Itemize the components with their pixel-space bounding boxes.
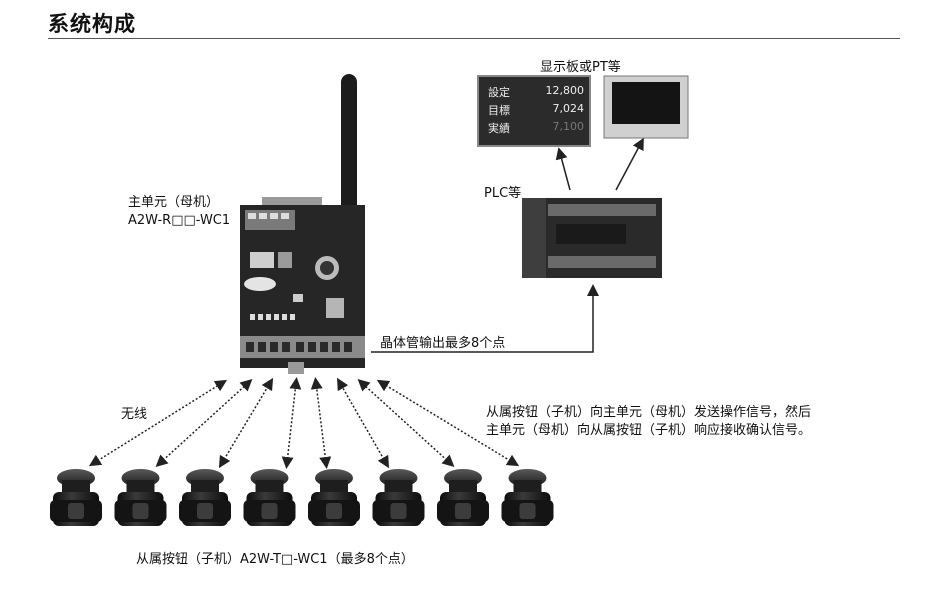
- display-row: 目標 7,024: [488, 102, 584, 120]
- display-row-value: 7,024: [552, 102, 585, 115]
- display-row: 実績 7,100: [488, 120, 584, 138]
- master-unit-model: A2W-R□□-WC1: [128, 213, 231, 228]
- page-title: 系统构成: [48, 12, 136, 36]
- push-button: [179, 469, 231, 526]
- display-label: 显示板或PT等: [540, 60, 621, 75]
- communication-note-line2: 主单元（母机）向从属按钮（子机）响应接收确认信号。: [486, 423, 812, 438]
- push-button: [243, 469, 296, 526]
- display-row-label: 目標: [488, 104, 510, 117]
- master-unit: [240, 197, 365, 374]
- display-row: 設定 12,800: [488, 84, 584, 102]
- push-button: [114, 469, 167, 526]
- push-button: [372, 469, 425, 526]
- push-button: [437, 469, 489, 526]
- plc-unit: [522, 198, 662, 278]
- transistor-output-arrow: [371, 284, 599, 353]
- communication-note: 从属按钮（子机）向主单元（母机）发送操作信号，然后 主单元（母机）向从属按钮（子…: [486, 404, 811, 440]
- antenna: [341, 74, 357, 234]
- display-panel-rows: 設定 12,800 目標 7,024 実績 7,100: [488, 84, 584, 138]
- display-row-label: 設定: [488, 86, 510, 99]
- master-unit-name: 主单元（母机）: [128, 195, 220, 210]
- display-panel: [477, 75, 591, 147]
- push-button: [50, 469, 102, 526]
- display-row-label: 実績: [488, 122, 510, 135]
- display-row-value: 7,100: [552, 120, 585, 133]
- wireless-links: [88, 377, 520, 469]
- master-unit-label: 主单元（母机） A2W-R□□-WC1: [128, 194, 230, 230]
- slave-buttons: [50, 469, 554, 526]
- plc-label: PLC等: [484, 186, 522, 201]
- transistor-output-label: 晶体管输出最多8个点: [380, 336, 506, 351]
- title-divider: [48, 38, 900, 39]
- communication-note-line1: 从属按钮（子机）向主单元（母机）发送操作信号，然后: [486, 405, 812, 420]
- wireless-label: 无线: [121, 407, 148, 422]
- touch-panel: [603, 75, 689, 139]
- arrow-plc-to-display: [555, 147, 571, 191]
- arrow-plc-to-pt: [615, 137, 644, 191]
- slave-buttons-label: 从属按钮（子机）A2W-T□-WC1（最多8个点）: [136, 552, 414, 567]
- display-row-value: 12,800: [545, 84, 585, 97]
- push-button: [501, 469, 554, 526]
- push-button: [308, 469, 360, 526]
